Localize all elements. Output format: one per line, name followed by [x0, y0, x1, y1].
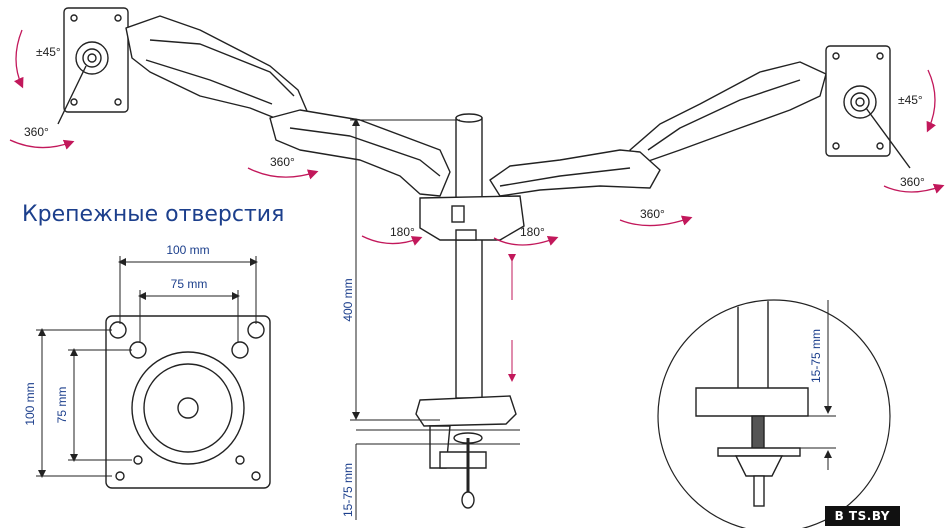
vesa-75-horizontal-label: 75 mm	[171, 277, 208, 291]
center-pole	[419, 113, 525, 399]
mounting-holes-title: Крепежные отверстия	[22, 202, 285, 227]
desk-clamp	[415, 395, 517, 509]
left-arm	[125, 15, 451, 197]
vesa-100-vertical-label: 100 mm	[23, 382, 37, 425]
right-tilt-label: ±45°	[898, 93, 923, 107]
vesa-detail	[105, 315, 271, 489]
vesa-75-vertical-label: 75 mm	[55, 387, 69, 424]
clamp-range-label: 15-75 mm	[341, 463, 355, 517]
left-arm-rotation-label: 360°	[270, 155, 295, 169]
clamp-detail-circle: 15-75 mm	[657, 299, 891, 528]
pole-height-dimension	[350, 118, 520, 520]
left-vesa-plate	[57, 7, 129, 125]
left-tilt-label: ±45°	[36, 45, 61, 59]
left-swivel-label: 360°	[24, 125, 49, 139]
clamp-detail-range-label: 15-75 mm	[809, 329, 823, 383]
rotation-arrows	[9, 29, 945, 246]
left-base-rotation-label: 180°	[390, 225, 415, 239]
right-vesa-plate	[825, 45, 911, 169]
right-arm-rotation-label: 360°	[640, 207, 665, 221]
right-swivel-label: 360°	[900, 175, 925, 189]
watermark-badge: B TS.BY	[824, 506, 900, 526]
vesa-dimension-lines	[36, 256, 258, 478]
right-arm	[489, 61, 827, 197]
pole-height-label: 400 mm	[341, 278, 355, 321]
right-base-rotation-label: 180°	[520, 225, 545, 239]
vesa-100-horizontal-label: 100 mm	[166, 243, 209, 257]
